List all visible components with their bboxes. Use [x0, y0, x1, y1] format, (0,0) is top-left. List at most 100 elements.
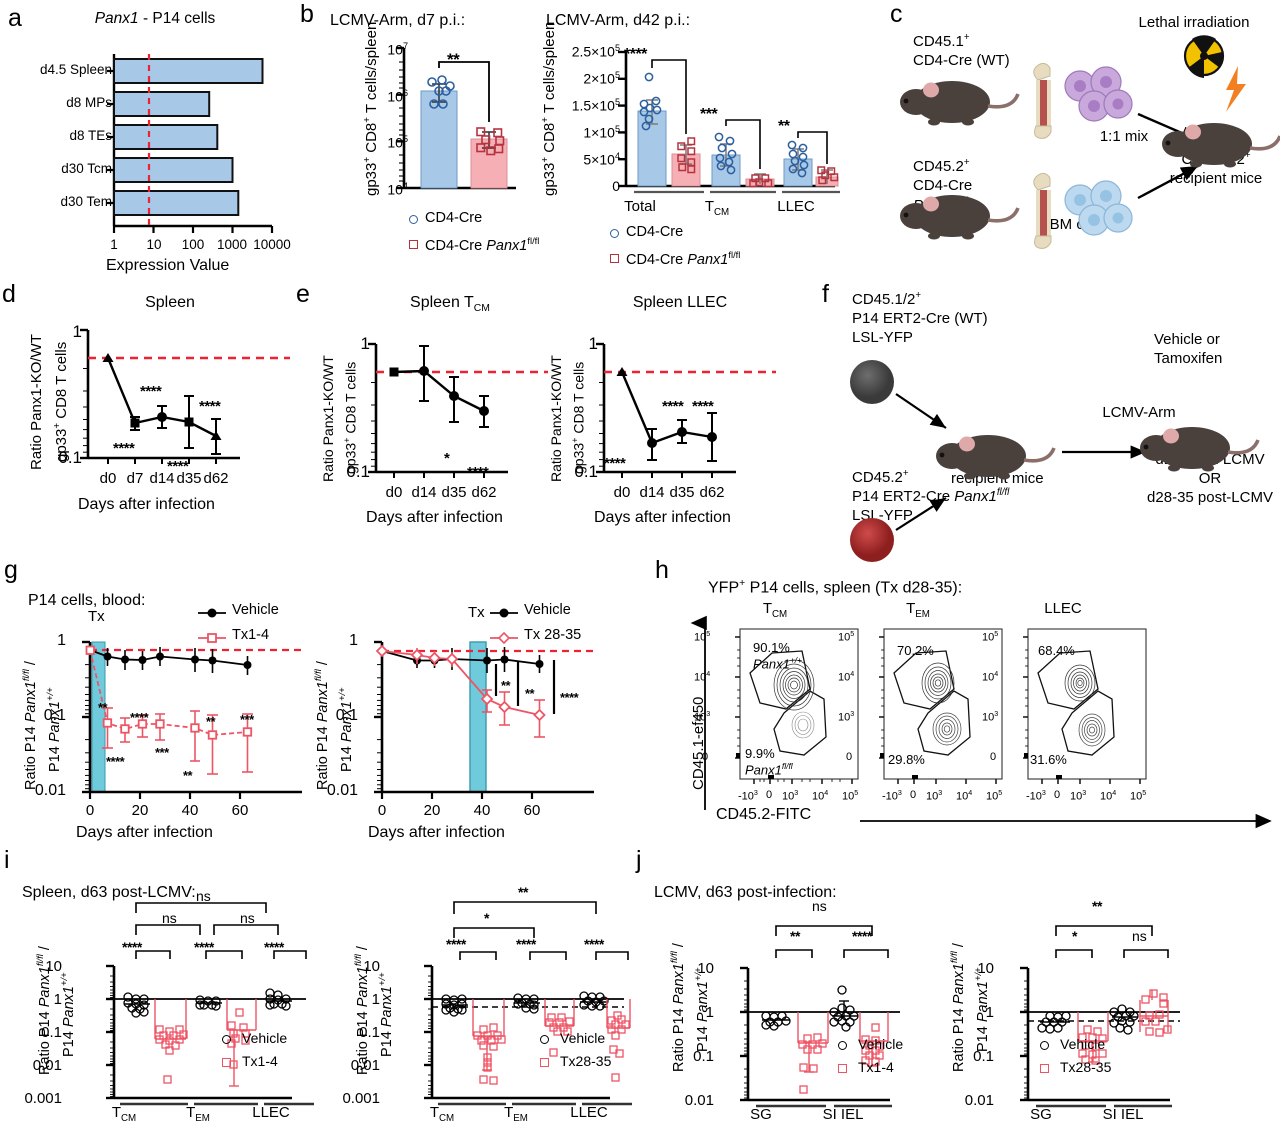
panel-e-left-ytick-0: 0.1 — [346, 462, 370, 481]
panel-i-right-ytick-0: 0.001 — [342, 1090, 380, 1107]
panel-j-right-legend-0-label: Vehicle — [1060, 1036, 1106, 1052]
panel-a-title: Panx1 - P14 cells — [30, 10, 280, 28]
panel-b-right-legend-1-pre: CD4-Cre — [626, 251, 688, 268]
panel-g-left-ylabel-1: Ratio P14 Panx1fl/fl / — [20, 661, 39, 790]
panel-g-right-legend-0: Vehicle — [524, 602, 571, 618]
panel-b-right-title: LCMV-Arm, d42 p.i.: — [546, 12, 691, 29]
panel-j-left-legend-0: Vehicle — [858, 1036, 903, 1052]
panel-e-left-title: Spleen TCM — [410, 294, 490, 315]
panel-a-xtick-4: 10000 — [253, 237, 291, 252]
panel-d-sig-d14: **** — [140, 383, 162, 400]
panel-f-time-l2: OR — [1198, 470, 1222, 488]
panel-h-plot-1-ytick-0: 0 — [846, 751, 853, 763]
panel-f-wt-l2: P14 ERT2-Cre (WT) — [852, 310, 988, 328]
arrow-bottom-icon — [1137, 164, 1199, 200]
panel-g-left-xtick-3: 60 — [231, 802, 249, 819]
panel-g-right-xtick-2: 40 — [473, 802, 491, 819]
panel-letter-b: b — [300, 0, 314, 28]
panel-h-plot-0-contours-top — [773, 659, 815, 711]
panel-j-right-xtick-1: SI IEL — [1102, 1106, 1144, 1123]
panel-i-right-xtick-2: LLEC — [570, 1104, 608, 1121]
panel-j-right-legend-1: Tx28-35 — [1060, 1059, 1111, 1075]
panel-j-right-sig-within-0: * — [1072, 928, 1077, 944]
panel-f-ko-l2: P14 ERT2-Cre Panx1fl/fl — [852, 487, 1010, 506]
panel-j-left-legend-symbol-1 — [838, 1064, 847, 1073]
panel-d-ytick-0: 0.1 — [58, 448, 82, 467]
panel-h-plot-1-xtick-3: 104 — [956, 789, 973, 803]
panel-f-ko-label: CD45.2+ P14 ERT2-Cre Panx1fl/fl LSL-YFP — [852, 468, 1082, 526]
panel-b-right-legend-1: CD4-Cre Panx1fl/fl — [626, 249, 740, 268]
panel-i-left-group-underlines — [120, 1102, 314, 1106]
panel-e-right-line — [620, 371, 713, 445]
panel-g-left-xtick-0: 0 — [85, 802, 95, 819]
panel-g-left-sig-1: **** — [106, 754, 125, 769]
panel-h-plot-1-ytick-3: 105 — [838, 630, 855, 644]
panel-h-plot-2-ytick-3: 105 — [982, 630, 999, 644]
panel-h-plot-1-top-pct: 70.2% — [897, 643, 934, 658]
panel-h-plot-0-xtick-3: 104 — [812, 789, 829, 803]
cells-blue-icon — [1064, 180, 1133, 236]
panel-letter-f: f — [822, 280, 829, 308]
panel-g-left-legend-symbol-0 — [198, 608, 226, 618]
panel-e-right-xtick-1: d14 — [639, 484, 665, 501]
panel-j-left-ytick-0: 0.01 — [684, 1092, 714, 1109]
panel-i-right-sig-between-1: ** — [518, 884, 528, 900]
panel-a-title-gene: Panx1 — [94, 10, 139, 27]
panel-g-left-tx-band — [91, 641, 106, 793]
panel-h-title: YFP+ P14 cells, spleen (Tx d28-35): — [708, 578, 963, 597]
panel-i-left-ytick-0: 0.001 — [24, 1090, 62, 1107]
panel-d-xlabel: Days after infection — [78, 496, 215, 513]
panel-i-right-group-underlines — [438, 1102, 632, 1106]
panel-h-plot-1-ytick-1: 103 — [838, 710, 855, 724]
lightning-bolt-icon — [1226, 66, 1246, 112]
panel-j-title: LCMV, d63 post-infection: — [654, 884, 837, 901]
panel-h-plot-1 — [879, 628, 1003, 784]
panel-i-left-sig-brackets — [135, 902, 307, 959]
panel-i-right-ytick-2: 0.1 — [359, 1024, 380, 1041]
panel-b-right-sig-tcm: *** — [700, 106, 718, 123]
bar-d30-tem — [113, 190, 240, 216]
panel-a-ytick-1: d8 MPs — [66, 95, 112, 110]
panel-e-left-ytick-1: 1 — [360, 334, 370, 353]
panel-d-sig-d35: **** — [167, 458, 189, 475]
panel-j-left-chart — [740, 966, 900, 1102]
panel-h-plot-0-ytick-0: 0 — [702, 751, 709, 763]
panel-j-right-ytick-3: 10 — [977, 960, 994, 977]
panel-i-right-sig-within-2: **** — [584, 936, 604, 952]
bar-d8-tes — [113, 124, 219, 150]
panel-i-left-legend-1-label: Tx1-4 — [242, 1053, 278, 1069]
panel-h-plot-0-xtick-2: 103 — [782, 789, 799, 803]
panel-e-right-sig-d0: **** — [604, 455, 626, 472]
panel-h-plot-2-xtick-0: -103 — [1026, 789, 1046, 803]
panel-j-right-xtick-0: SG — [1030, 1106, 1052, 1123]
panel-g-right-sig-1: ** — [525, 686, 535, 701]
panel-e-right-sig-d35: **** — [662, 398, 684, 415]
panel-b-right-ytick-5: 2.5×105 — [571, 43, 620, 60]
panel-b-right-legend-0: CD4-Cre — [626, 224, 683, 240]
panel-h-plot-2-top-pct: 68.4% — [1038, 643, 1075, 658]
panel-g-right-legend-1-label: Tx 28-35 — [524, 627, 582, 643]
panel-i-right-sig-between-0: * — [484, 910, 489, 926]
panel-h-plot-0-top-label: Panx1+/+ — [753, 655, 803, 672]
radiation-icon — [1183, 35, 1225, 78]
panel-letter-h: h — [655, 556, 669, 584]
panel-g-left-ytick-2: 1 — [57, 632, 66, 649]
cell-ko-icon — [850, 518, 894, 562]
panel-j-right-ytick-1: 0.1 — [973, 1048, 994, 1065]
panel-h-plot-0-contours-bottom — [791, 711, 815, 739]
panel-g-left-ytick-0: 0.01 — [34, 782, 66, 799]
panel-h-plot-2-xtick-1: 0 — [1054, 789, 1061, 801]
panel-g-left-xtick-2: 40 — [181, 802, 199, 819]
panel-h-plot-0-xtick-4: 105 — [842, 789, 859, 803]
panel-b-right-legend-symbol-1 — [610, 254, 619, 263]
panel-b-right-ytick-1: 5×104 — [583, 151, 620, 168]
panel-b-left-ytick-3: 107 — [387, 41, 408, 58]
panel-g-left-sig-2: **** — [130, 710, 149, 725]
panel-i-right-chart — [424, 964, 631, 1100]
panel-h-plot-2-xtick-2: 103 — [1070, 789, 1087, 803]
panel-g-left-sig-4: ** — [183, 768, 193, 783]
panel-i-left-legend-symbol-0 — [222, 1035, 231, 1044]
panel-h-plot-2 — [1023, 628, 1147, 784]
cell-wt-icon — [850, 360, 894, 404]
panel-b-right-ytick-0: 0 — [612, 178, 620, 194]
